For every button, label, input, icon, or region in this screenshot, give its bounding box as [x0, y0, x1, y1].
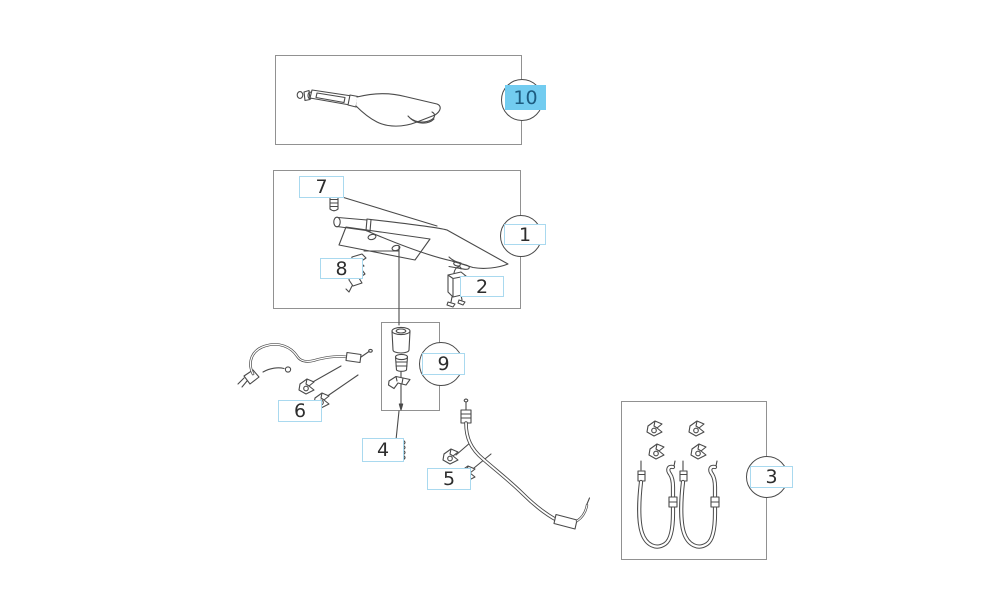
part-drawing-cable-kit [638, 420, 719, 547]
callout-10[interactable]: 10 [505, 85, 546, 110]
callout-1[interactable]: 1 [504, 224, 546, 246]
callout-5[interactable]: 5 [427, 468, 471, 490]
callout-4[interactable]: 4 [362, 438, 404, 462]
part-drawing-rear-cable [442, 398, 591, 530]
part-drawing-front-cable [237, 343, 373, 409]
callout-6[interactable]: 6 [278, 400, 322, 422]
leader-lines [310, 196, 492, 469]
part-drawing-handbrake-lever [296, 89, 441, 127]
callout-2[interactable]: 2 [460, 276, 504, 298]
part-drawing-adjuster-rod [387, 326, 411, 411]
callout-7[interactable]: 7 [299, 176, 344, 198]
callout-8[interactable]: 8 [320, 258, 363, 280]
callout-3[interactable]: 3 [750, 466, 793, 488]
callout-9[interactable]: 9 [422, 353, 465, 375]
